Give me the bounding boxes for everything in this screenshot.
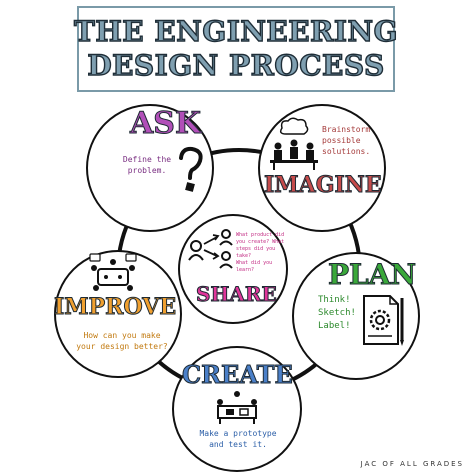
imagine-title: IMAGINE [264,172,383,199]
improve-circle [54,250,182,378]
imagine-description: Brainstorm possible solutions. [322,125,371,156]
title-line-2: DESIGN PROCESS [87,48,385,82]
ask-description: Define the problem. [122,155,172,175]
create-description: Make a prototype and test it. [199,429,277,449]
prototype-workbench-icon [217,391,257,424]
meeting-table-icon [89,253,137,291]
imagine-circle [258,104,386,232]
share-people-icon [188,229,233,269]
plan-title: PLAN [327,258,417,292]
gear-blueprint-icon [363,295,404,346]
footer-credit: JAC OF ALL GRADES [360,460,464,468]
brainstorm-team-icon [270,117,318,170]
ask-title: ASK [129,106,202,142]
question-mark-icon [179,146,203,192]
create-title: CREATE [182,360,294,390]
share-description: What product did you create? What steps … [236,232,285,273]
improve-title: IMPROVE [53,294,177,321]
title-line-1: THE ENGINEERING [73,14,398,48]
improve-description: How can you make your design better? [76,331,168,351]
share-title: SHARE [196,282,278,307]
plan-description: Think! Sketch! Label! [318,295,356,331]
title-box: THE ENGINEERING DESIGN PROCESS [73,6,398,92]
share-circle [178,214,288,324]
